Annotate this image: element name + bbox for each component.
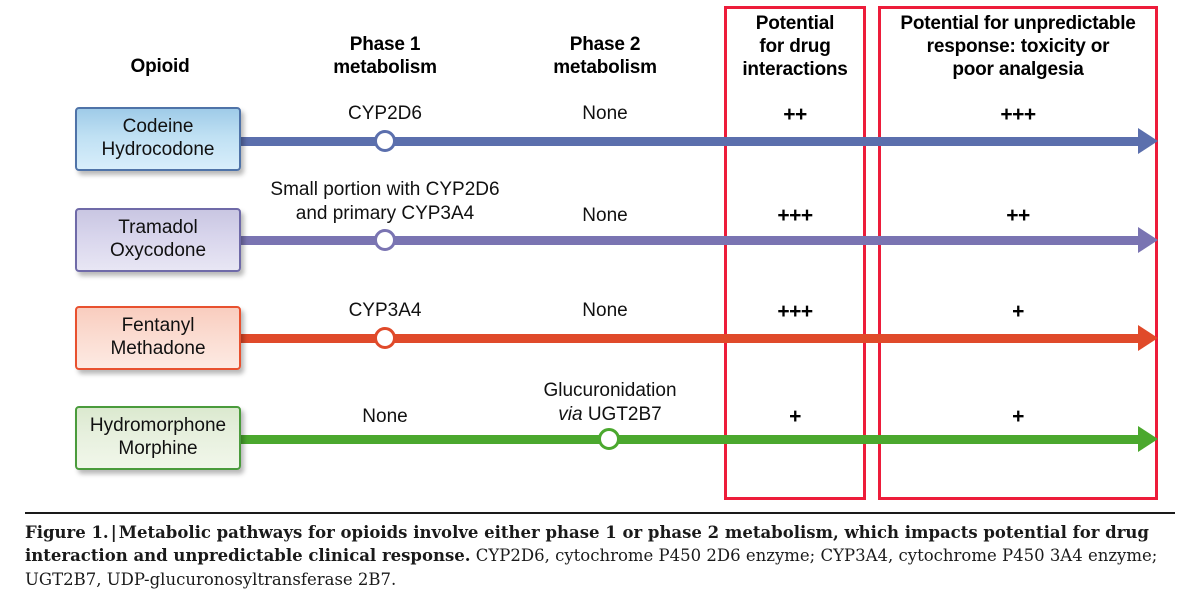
enzyme-node-hydromorphone-ugt2b7 <box>598 428 620 450</box>
opioid-name-fentanyl: Fentanyl <box>121 315 195 337</box>
figure-caption: Figure 1.|Metabolic pathways for opioids… <box>25 521 1177 591</box>
annotation-hydromorphone-phase2-line1: Glucuronidation <box>543 380 677 401</box>
red-box-drug-interactions <box>724 6 866 500</box>
annotation-codeine-phase1-line1: CYP2D6 <box>348 103 422 124</box>
opioid-name-methadone: Methadone <box>110 338 206 359</box>
opioid-box-fentanyl[interactable]: Fentanyl Methadone <box>75 306 241 370</box>
column-header-drug-interactions-line3: interactions <box>742 59 848 81</box>
column-header-unpredictable-response-line1: Potential for unpredictable <box>900 13 1136 34</box>
pathway-line-codeine <box>238 137 1140 146</box>
pathway-line-hydromorphone <box>238 435 1140 444</box>
annotation-tramadol-phase2-line1: None <box>582 205 628 226</box>
annotation-fentanyl-phase1-line1: CYP3A4 <box>348 300 422 321</box>
opioid-name-oxycodone: Oxycodone <box>109 240 207 261</box>
caption-divider-rule <box>25 512 1175 514</box>
annotation-fentanyl-phase2: None <box>505 299 705 323</box>
annotation-tramadol-phase1-line1: Small portion with CYP2D6 <box>270 179 500 200</box>
enzyme-node-tramadol-cyp <box>374 229 396 251</box>
column-header-opioid-line1: Opioid <box>130 56 190 77</box>
column-header-drug-interactions-line1: Potential <box>755 13 835 34</box>
opioid-name-hydrocodone: Hydrocodone <box>101 139 215 160</box>
annotation-codeine-phase2: None <box>505 102 705 126</box>
rating-codeine-drug-interactions: ++ <box>783 103 807 126</box>
column-header-phase2-line1: Phase 2 <box>569 34 641 55</box>
rating-tramadol-unpredictable-response: ++ <box>1006 204 1030 227</box>
annotation-fentanyl-phase2-line1: None <box>582 300 628 321</box>
annotation-via-italic: via <box>558 403 583 425</box>
caption-abbreviations: CYP2D6, cytochrome P450 2D6 enzyme; CYP3… <box>25 546 1158 589</box>
annotation-tramadol-phase1: Small portion with CYP2D6 and primary CY… <box>235 178 535 226</box>
pathway-arrowhead-tramadol <box>1138 227 1158 253</box>
caption-figure-label: Figure 1. <box>25 523 109 542</box>
annotation-fentanyl-phase1: CYP3A4 <box>285 299 485 323</box>
opioid-box-codeine[interactable]: Codeine Hydrocodone <box>75 107 241 171</box>
column-header-phase1-line1: Phase 1 <box>349 34 421 55</box>
annotation-codeine-phase2-line1: None <box>582 103 628 124</box>
opioid-metabolism-diagram: Opioid Phase 1 metabolism Phase 2 metabo… <box>60 6 1158 500</box>
pathway-arrowhead-fentanyl <box>1138 325 1158 351</box>
column-header-phase1: Phase 1 metabolism <box>285 33 485 79</box>
rating-hydromorphone-drug-interactions: + <box>789 405 801 428</box>
annotation-hydromorphone-phase2: Glucuronidation via UGT2B7 <box>505 379 715 427</box>
opioid-name-tramadol: Tramadol <box>118 217 198 239</box>
opioid-box-hydromorphone[interactable]: Hydromorphone Morphine <box>75 406 241 470</box>
column-header-drug-interactions: Potential for drug interactions <box>726 12 864 82</box>
annotation-hydromorphone-phase1-line1: None <box>362 406 408 427</box>
rating-fentanyl-drug-interactions: +++ <box>777 300 813 323</box>
caption-bold-sentence: Metabolic pathways for opioids involve e… <box>25 523 1149 566</box>
column-header-unpredictable-response-line3: poor analgesia <box>952 59 1084 81</box>
column-header-unpredictable-response-line2: response: toxicity or <box>926 36 1110 58</box>
column-header-opioid: Opioid <box>60 55 260 78</box>
caption-separator: | <box>110 523 117 542</box>
enzyme-node-codeine-cyp2d6 <box>374 130 396 152</box>
pathway-line-tramadol <box>238 236 1140 245</box>
annotation-hydromorphone-phase1: None <box>285 405 485 429</box>
column-header-phase2: Phase 2 metabolism <box>505 33 705 79</box>
annotation-codeine-phase1: CYP2D6 <box>285 102 485 126</box>
annotation-tramadol-phase2: None <box>505 204 705 228</box>
column-header-phase1-line2: metabolism <box>333 57 437 79</box>
column-header-unpredictable-response: Potential for unpredictable response: to… <box>880 12 1156 82</box>
pathway-arrowhead-hydromorphone <box>1138 426 1158 452</box>
annotation-ugt2b7-label: UGT2B7 <box>582 403 662 425</box>
annotation-tramadol-phase1-line2: and primary CYP3A4 <box>295 202 475 224</box>
rating-codeine-unpredictable-response: +++ <box>1000 103 1036 126</box>
opioid-name-codeine: Codeine <box>122 116 194 138</box>
rating-tramadol-drug-interactions: +++ <box>777 204 813 227</box>
column-header-drug-interactions-line2: for drug <box>759 36 831 58</box>
rating-fentanyl-unpredictable-response: + <box>1012 300 1024 323</box>
column-header-phase2-line2: metabolism <box>553 57 657 79</box>
pathway-line-fentanyl <box>238 334 1140 343</box>
red-box-unpredictable-response <box>878 6 1158 500</box>
rating-hydromorphone-unpredictable-response: + <box>1012 405 1024 428</box>
annotation-hydromorphone-phase2-line2: via UGT2B7 <box>505 403 715 427</box>
enzyme-node-fentanyl-cyp3a4 <box>374 327 396 349</box>
opioid-box-tramadol[interactable]: Tramadol Oxycodone <box>75 208 241 272</box>
opioid-name-hydromorphone: Hydromorphone <box>89 415 227 437</box>
pathway-arrowhead-codeine <box>1138 128 1158 154</box>
opioid-name-morphine: Morphine <box>118 438 198 459</box>
